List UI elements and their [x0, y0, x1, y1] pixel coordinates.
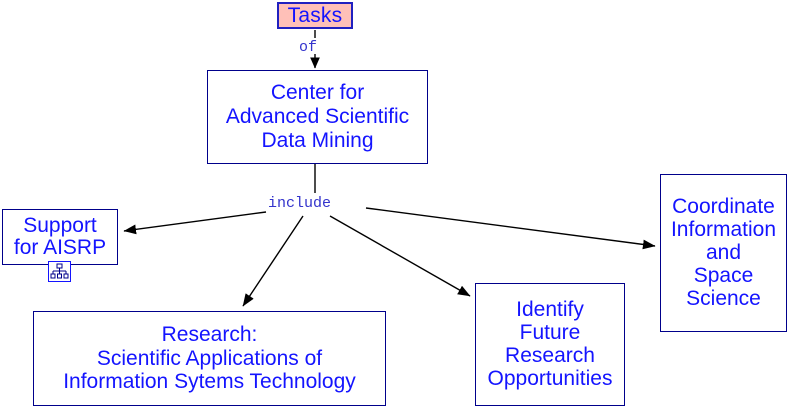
- node-tasks-line-1: Tasks: [287, 3, 343, 27]
- node-identify-future-research-opportunities[interactable]: Identify Future Research Opportunities: [475, 283, 625, 406]
- node-identify-line-3: Research: [505, 344, 595, 367]
- edge-label-include: include: [268, 195, 332, 212]
- node-research-line-3: Information Sytems Technology: [63, 370, 356, 394]
- node-identify-line-4: Opportunities: [487, 366, 613, 390]
- edge-include-to-research: [242, 215, 304, 307]
- node-coordinate-line-4: Space: [693, 263, 754, 287]
- node-center-line-1: Center for: [270, 81, 365, 105]
- edge-include-to-support: [123, 211, 267, 235]
- edge-include-to-identify: [329, 215, 471, 297]
- node-research-line-2: Scientific Applications of: [96, 346, 323, 370]
- node-coordinate-line-3: and: [705, 241, 742, 265]
- node-support-line-2: for AISRP: [13, 236, 107, 259]
- node-research-scientific-applications[interactable]: Research: Scientific Applications of Inf…: [33, 311, 386, 406]
- node-center-line-3: Data Mining: [261, 128, 374, 152]
- node-coordinate-information-and-space-science[interactable]: Coordinate Information and Space Science: [660, 174, 787, 332]
- node-coordinate-line-2: Information: [670, 218, 777, 242]
- edge-label-of: of: [299, 39, 318, 56]
- node-support-for-aisrp[interactable]: Support for AISRP: [2, 209, 118, 265]
- node-identify-line-1: Identify: [516, 298, 584, 322]
- node-identify-line-2: Future: [519, 321, 581, 345]
- node-research-line-1: Research:: [161, 322, 258, 346]
- node-center-line-2: Advanced Scientific: [225, 105, 410, 129]
- node-support-line-1: Support: [23, 214, 97, 238]
- node-tasks[interactable]: Tasks: [277, 2, 353, 29]
- node-coordinate-line-1: Coordinate: [672, 195, 775, 219]
- edge-include-to-coordinate: [365, 207, 656, 250]
- node-coordinate-line-5: Science: [686, 286, 761, 310]
- hierarchy-tree-icon[interactable]: [48, 261, 71, 282]
- node-center-for-advanced-scientific-data-mining[interactable]: Center for Advanced Scientific Data Mini…: [207, 70, 428, 164]
